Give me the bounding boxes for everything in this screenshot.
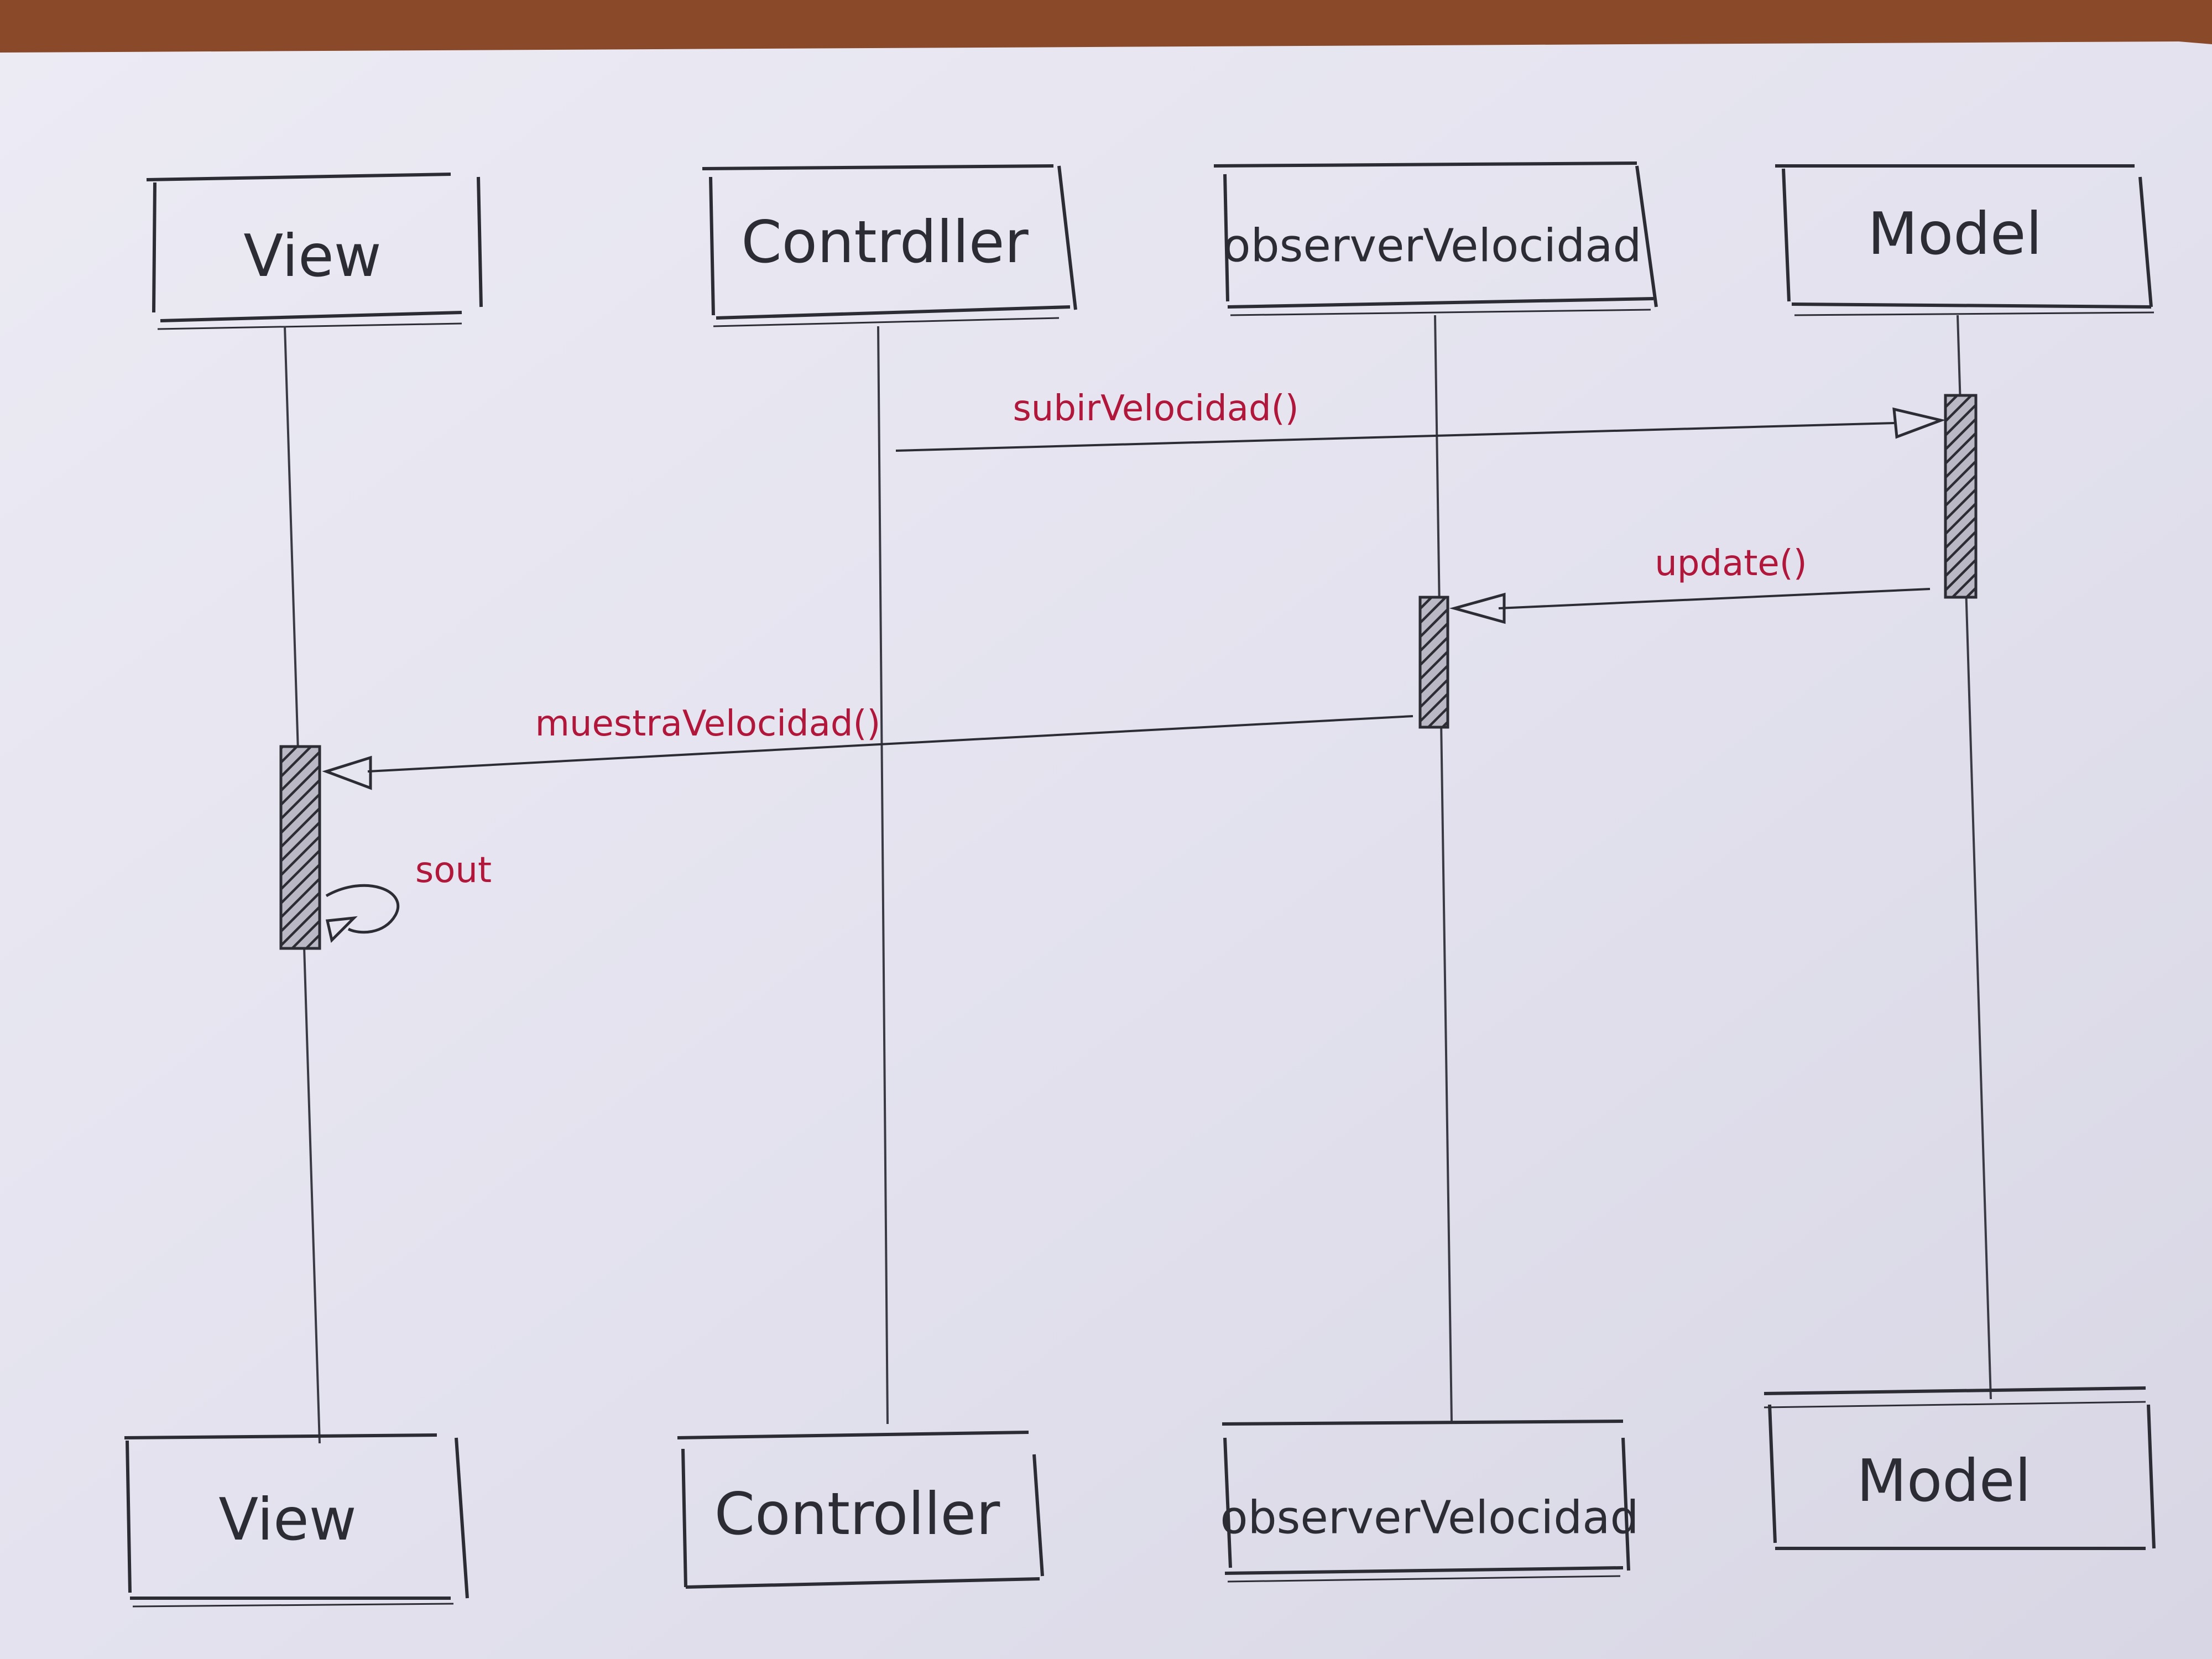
participant-box-top-model [1775,164,2154,316]
message-arrow-subirvelocidad [895,422,1895,452]
lifeline-controller [877,326,889,1425]
arrowhead-sout [325,916,358,943]
participant-label-bottom-controller: Controller [714,1480,1000,1548]
participant-box-bottom-observer [1222,1420,1630,1583]
participant-box-top-controller [702,164,1077,327]
activation-bar-view [279,745,321,950]
participant-box-bottom-view [124,1433,469,1608]
participant-box-bottom-controller [677,1431,1044,1589]
participant-label-top-view: View [243,222,381,290]
arrowhead-subirvelocidad [1892,407,1946,439]
participant-label-bottom-model: Model [1856,1447,2031,1515]
participant-label-top-model: Model [1867,200,2042,268]
lifeline-observer [1434,315,1453,1422]
participant-box-bottom-model [1764,1386,2156,1550]
message-arrow-muestravelocidad [367,715,1413,773]
arrowhead-update [1449,592,1506,624]
participant-box-top-observer [1213,161,1658,316]
message-label-update: update() [1655,543,1807,584]
message-label-muestravelocidad: muestraVelocidad() [535,703,881,744]
message-arrow-update [1498,588,1931,609]
paper-sheet [0,41,2212,1659]
participant-label-bottom-observer: observerVelocidad [1220,1491,1639,1544]
message-arrow-sout [325,884,400,934]
activation-bar-model [1944,394,1978,599]
message-label-subirvelocidad: subirVelocidad() [1013,388,1298,429]
participant-label-bottom-view: View [218,1486,356,1553]
activation-bar-observer [1418,596,1449,729]
arrowhead-muestravelocidad [322,755,372,790]
participant-box-top-view [146,173,483,330]
participant-label-top-observer: observerVelocidad [1223,220,1641,272]
message-label-sout: sout [415,850,492,891]
participant-label-top-controller: Contrdller [741,208,1029,276]
